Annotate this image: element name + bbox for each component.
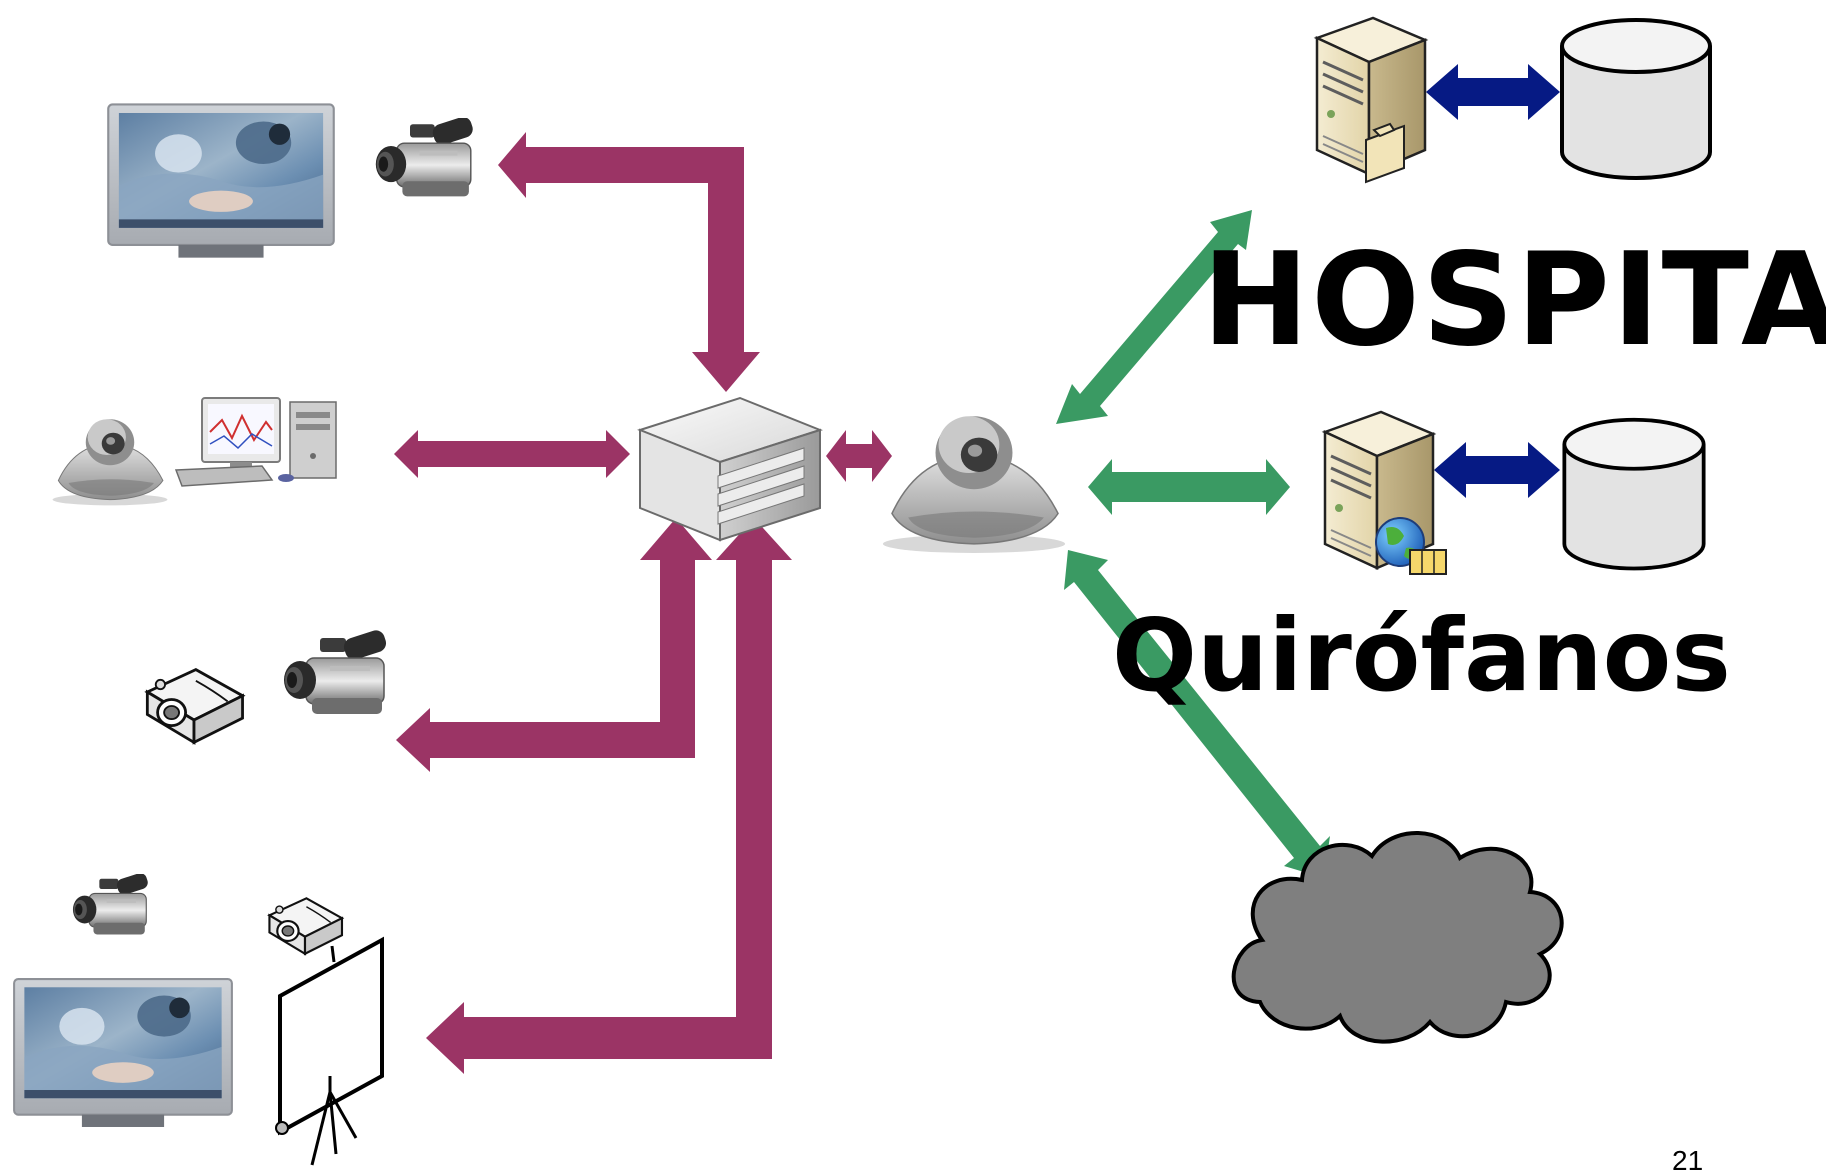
globe-icon <box>1375 517 1447 575</box>
hospital-label: HOSPITA <box>1202 226 1826 375</box>
row-3-devices <box>145 628 390 744</box>
tv-monitor-surgery-icon <box>107 103 335 259</box>
database-icon <box>1562 417 1706 571</box>
arrow-mcu-codec <box>826 430 892 482</box>
row-2-devices <box>52 397 337 506</box>
projection-screen-icon <box>275 936 384 1166</box>
arrow-to-projector-row <box>396 518 712 772</box>
tv-monitor-surgery-icon <box>13 977 233 1129</box>
arrow-desktop-mcu <box>394 430 630 478</box>
video-camera-icon <box>72 874 151 936</box>
video-camera-icon <box>283 628 390 715</box>
row-4-devices <box>13 874 384 1166</box>
conference-camera-icon <box>52 418 168 506</box>
database-icon <box>1560 18 1712 180</box>
db-link-or <box>1434 442 1560 498</box>
arrow-codec-hospital <box>1056 210 1252 424</box>
codec-unit-icon <box>882 415 1066 554</box>
projector-icon <box>145 668 244 744</box>
arrow-codec-internet <box>1064 550 1330 878</box>
arrow-codec-or <box>1088 459 1290 515</box>
desktop-computer-icon <box>174 397 337 487</box>
network-connectors <box>1056 210 1330 878</box>
projector-icon <box>268 897 344 955</box>
mcu-server-icon <box>637 396 823 542</box>
video-camera-icon <box>375 118 476 198</box>
arrow-to-screen-row <box>426 518 792 1074</box>
arrow-to-top-camera <box>498 132 760 392</box>
page-number: 21 <box>1672 1145 1703 1170</box>
cloud-icon <box>1231 831 1564 1044</box>
folder-icon <box>1365 122 1405 184</box>
row-1-devices <box>107 103 476 259</box>
db-link-hospital <box>1426 64 1560 120</box>
local-connectors <box>394 132 892 1074</box>
or-label: Quirófanos <box>1112 597 1731 714</box>
